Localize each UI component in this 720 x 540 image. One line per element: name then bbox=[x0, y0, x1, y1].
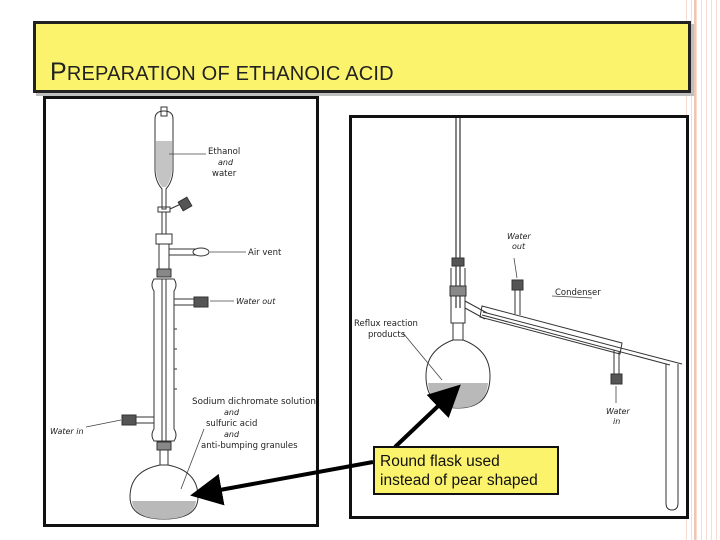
label-condenser-water-in-2: in bbox=[613, 417, 620, 426]
title-rest: REPARATION OF ETHANOIC ACID bbox=[66, 63, 394, 85]
label-air-vent: Air vent bbox=[248, 248, 282, 258]
funnel-tap bbox=[157, 206, 171, 213]
slide-title: PREPARATION OF ETHANOIC ACID bbox=[50, 58, 394, 87]
callout-note: Round flask used instead of pear shaped bbox=[373, 446, 559, 495]
distillation-condenser bbox=[479, 305, 623, 355]
label-reflux-products-1: Reflux reaction bbox=[354, 319, 418, 329]
label-water: water bbox=[212, 169, 237, 179]
funnel-liquid bbox=[156, 141, 172, 187]
callout-line-2: instead of pear shaped bbox=[380, 472, 538, 489]
label-condenser-water-out-2: out bbox=[512, 242, 526, 251]
title-bar: PREPARATION OF ETHANOIC ACID bbox=[33, 21, 691, 93]
arrow-to-reflux-flask bbox=[190, 460, 374, 506]
tap-handle bbox=[177, 196, 193, 212]
label-condenser-water-out-1: Water bbox=[507, 232, 531, 241]
reflux-apparatus-diagram: Ethanol and water Air vent Water out Sod… bbox=[43, 96, 319, 527]
label-sulfuric-acid: sulfuric acid bbox=[206, 419, 257, 429]
label-condenser: Condenser bbox=[555, 288, 601, 298]
label-water-out: Water out bbox=[236, 297, 276, 306]
label-and-3: and bbox=[224, 430, 240, 439]
label-and-2: and bbox=[224, 408, 240, 417]
air-vent-tube bbox=[192, 247, 210, 257]
arrow-to-distillation-flask bbox=[393, 384, 461, 449]
title-initial: P bbox=[50, 58, 67, 86]
callout-line-1: Round flask used bbox=[380, 453, 500, 470]
dropping-funnel bbox=[154, 110, 174, 210]
flask-liquid bbox=[132, 501, 196, 519]
label-sodium-dichromate: Sodium dichromate solution bbox=[192, 397, 316, 407]
label-water-in: Water in bbox=[50, 427, 84, 436]
label-ethanol: Ethanol bbox=[208, 147, 240, 157]
label-and-1: and bbox=[218, 158, 234, 167]
label-condenser-water-in-1: Water bbox=[606, 407, 630, 416]
reflux-apparatus-drawing: Ethanol and water Air vent Water out Sod… bbox=[50, 106, 316, 520]
label-reflux-products-2: products bbox=[368, 330, 406, 340]
decorative-edge-stripes bbox=[686, 0, 720, 540]
adapter-joint bbox=[155, 233, 173, 245]
water-in-connector bbox=[121, 414, 137, 426]
liebig-condenser bbox=[151, 278, 177, 442]
label-anti-bumping: anti-bumping granules bbox=[201, 441, 298, 451]
water-out-connector bbox=[193, 296, 209, 308]
